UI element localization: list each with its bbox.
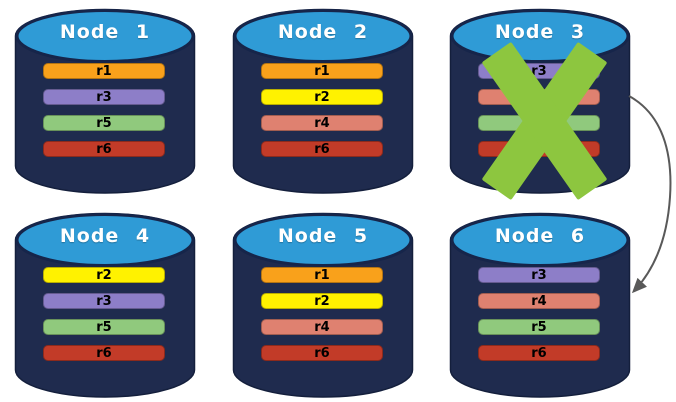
replica-bar: r1 bbox=[261, 63, 383, 79]
replica-bar: r1 bbox=[43, 63, 165, 79]
replica-bar: r6 bbox=[43, 345, 165, 361]
replica-bar: r1 bbox=[261, 267, 383, 283]
node-title: Node 5 bbox=[277, 225, 369, 247]
replica-bar: r6 bbox=[261, 141, 383, 157]
replica-bar: r6 bbox=[478, 345, 600, 361]
node-title: Node 4 bbox=[59, 225, 151, 247]
replica-bar: r5 bbox=[478, 319, 600, 335]
replica-bar: r2 bbox=[261, 293, 383, 309]
node-title: Node 3 bbox=[494, 21, 586, 43]
node-4: Node 4 r2 r3 r5 r6 bbox=[14, 212, 196, 398]
replica-bar: r4 bbox=[478, 293, 600, 309]
replica-bar: r2 bbox=[43, 267, 165, 283]
replica-bar: r5 bbox=[43, 319, 165, 335]
node-2: Node 2 r1 r2 r4 r6 bbox=[232, 8, 414, 194]
replica-bar: r4 bbox=[261, 115, 383, 131]
replica-bar: r3 bbox=[478, 63, 600, 79]
replica-bar: r6 bbox=[43, 141, 165, 157]
node-6: Node 6 r3 r4 r5 r6 bbox=[449, 212, 631, 398]
replica-bar: r2 bbox=[261, 89, 383, 105]
replica-bar: r3 bbox=[478, 267, 600, 283]
replica-bar: r3 bbox=[43, 293, 165, 309]
replica-bar: r5 bbox=[478, 115, 600, 131]
replica-bar: r6 bbox=[261, 345, 383, 361]
node-title: Node 2 bbox=[277, 21, 369, 43]
failover-arrow bbox=[628, 95, 672, 294]
node-title: Node 6 bbox=[494, 225, 586, 247]
replica-bar: r3 bbox=[43, 89, 165, 105]
replica-bar: r6 bbox=[478, 141, 600, 157]
node-5: Node 5 r1 r2 r4 r6 bbox=[232, 212, 414, 398]
replica-bar: r4 bbox=[261, 319, 383, 335]
node-1: Node 1 r1 r3 r5 r6 bbox=[14, 8, 196, 194]
replica-bar: r5 bbox=[43, 115, 165, 131]
node-3: Node 3 r3 r4 r5 r6 bbox=[449, 8, 631, 194]
node-title: Node 1 bbox=[59, 21, 151, 43]
replica-bar: r4 bbox=[478, 89, 600, 105]
